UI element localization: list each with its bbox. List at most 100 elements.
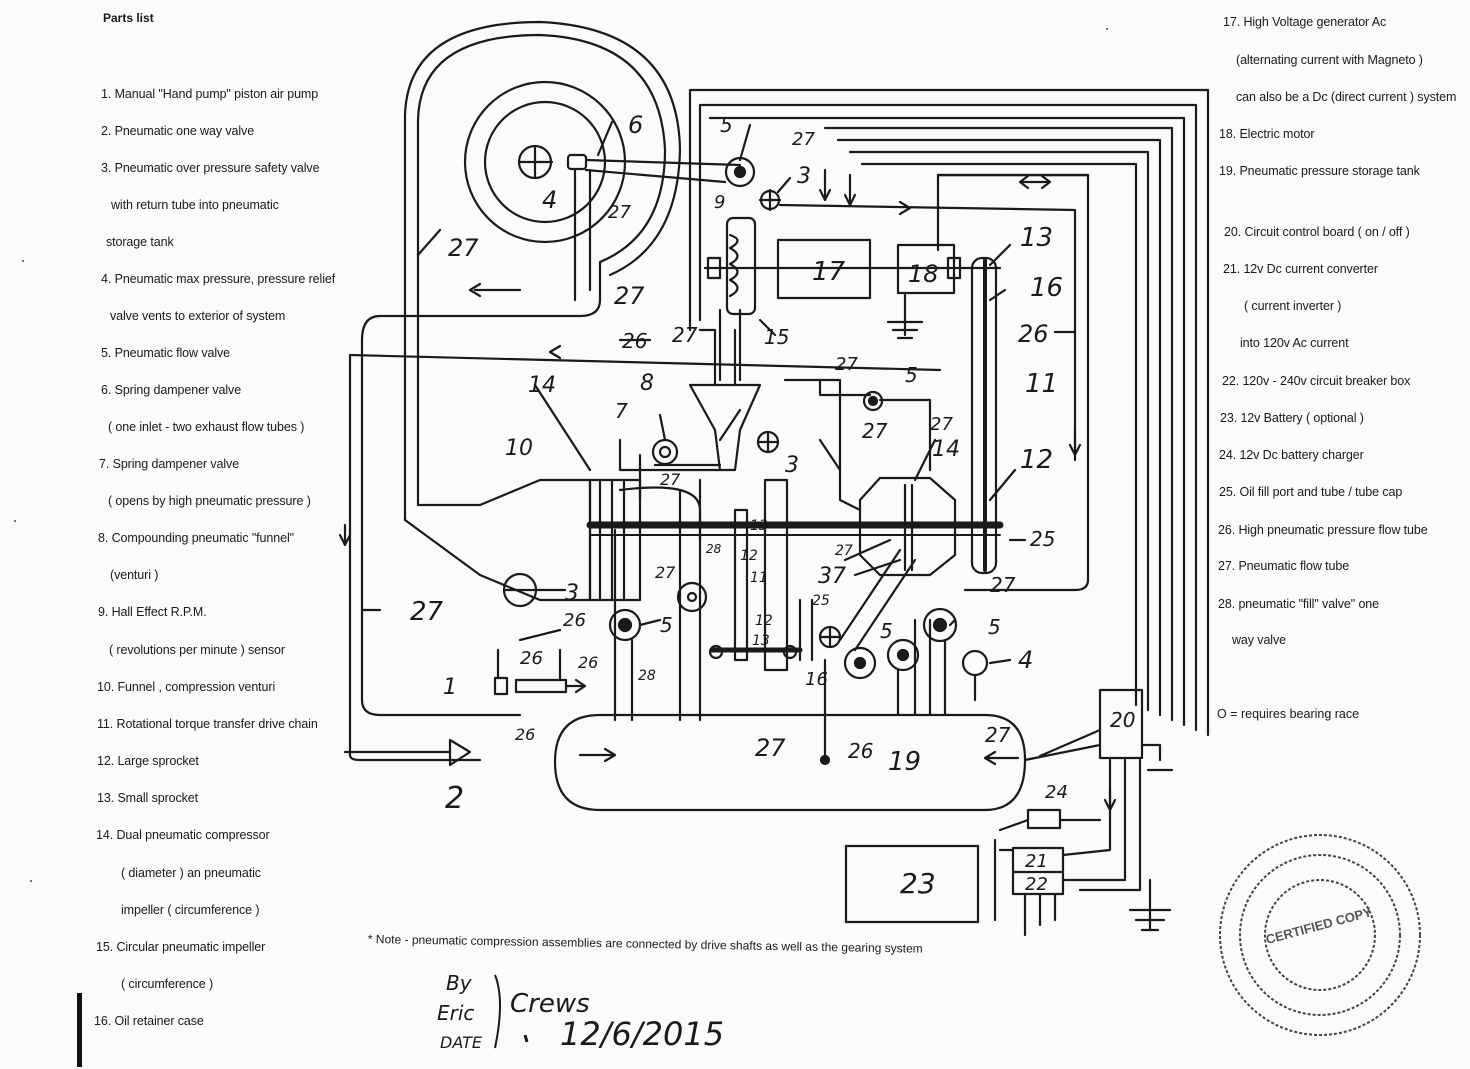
label-2: 2 xyxy=(445,781,464,816)
label-9: 9 xyxy=(714,192,725,213)
label-11: 11 xyxy=(1025,369,1058,399)
part-item-12: 12. Large sprocket xyxy=(97,754,199,768)
signature-colon xyxy=(523,1034,529,1043)
wires-24 xyxy=(993,818,1102,922)
parts-list-title: Parts list xyxy=(103,11,154,25)
label-5a: 5 xyxy=(720,113,733,137)
wire-1 xyxy=(688,88,1210,737)
shaft-end-left xyxy=(706,256,722,280)
part-item-23: 23. 12v Battery ( optional ) xyxy=(1220,411,1364,425)
pump-down-tubes xyxy=(573,168,592,302)
scan-speck xyxy=(22,260,24,262)
arrow-right-top xyxy=(898,200,912,216)
ground-symbol-1 xyxy=(886,293,924,340)
hand-pump-body xyxy=(514,678,568,694)
part-item-22: 22. 120v - 240v circuit breaker box xyxy=(1222,374,1411,388)
impeller-15 xyxy=(725,216,757,316)
label-10: 10 xyxy=(505,436,533,461)
part-item-9-cont: ( revolutions per minute ) sensor xyxy=(109,643,285,657)
label-16b: 16 xyxy=(805,669,828,690)
part-item-14: 14. Dual pneumatic compressor xyxy=(96,828,270,842)
part-item-14-cont: ( diameter ) an pneumatic xyxy=(121,866,261,880)
label-12b: 12 xyxy=(740,548,758,564)
label-27g: 27 xyxy=(862,419,888,443)
part-item-13: 13. Small sprocket xyxy=(97,791,199,805)
part-item-16: 16. Oil retainer case xyxy=(94,1014,204,1028)
label-12c: 12 xyxy=(755,613,773,629)
diagonal-tubes-37 xyxy=(838,538,917,652)
label-13c: 13 xyxy=(752,633,770,649)
label-27l: 27 xyxy=(410,597,444,627)
tube-upper-right xyxy=(783,378,862,512)
scan-speck xyxy=(14,520,16,522)
diagram-number-labels: 6 4 27 27 27 5 27 3 9 17 18 13 16 26 11 … xyxy=(410,111,1135,900)
part-item-8: 8. Compounding pneumatic "funnel" xyxy=(98,531,294,545)
funnel-10 xyxy=(403,478,592,602)
leader-lines xyxy=(360,120,1077,665)
bearing-legend: O = requires bearing race xyxy=(1217,707,1360,721)
part-item-17-cont2: can also be a Dc (direct current ) syste… xyxy=(1236,90,1457,104)
part-item-7: 7. Spring dampener valve xyxy=(99,457,240,471)
part-item-11: 11. Rotational torque transfer drive cha… xyxy=(97,717,318,731)
label-11b: 11 xyxy=(750,570,768,586)
label-4a: 4 xyxy=(542,186,557,214)
valve-5-lower-right xyxy=(922,607,958,643)
scan-speck xyxy=(30,880,32,882)
wire-2 xyxy=(698,103,1198,732)
part-item-9: 9. Hall Effect R.P.M. xyxy=(98,605,207,619)
chain-housing-16 xyxy=(970,256,998,575)
ground-symbol-2 xyxy=(1128,878,1172,932)
label-28b: 28 xyxy=(638,668,656,684)
scan-speck xyxy=(1106,28,1108,30)
compressor-right-fins xyxy=(903,483,914,572)
arrow-down-2 xyxy=(843,173,857,207)
sprocket-12-center xyxy=(763,478,789,672)
tube-26-left xyxy=(348,353,482,762)
wire-5 xyxy=(836,138,1162,717)
arrow-down-3 xyxy=(1068,428,1082,457)
part-item-21-cont: ( current inverter ) xyxy=(1244,299,1342,313)
label-26b: 26 xyxy=(622,329,647,353)
spring-valve-6 xyxy=(566,153,588,171)
label-16a: 16 xyxy=(1030,273,1063,303)
compressor-fins xyxy=(598,478,626,602)
valve-7 xyxy=(651,438,679,466)
valve-5-lower-mid xyxy=(843,646,877,680)
label-27d: 27 xyxy=(792,129,815,150)
arrow-down-1 xyxy=(818,168,832,202)
part-item-2: 2. Pneumatic one way valve xyxy=(101,124,255,138)
tube-right-loop xyxy=(936,173,1090,592)
outputs-22 xyxy=(1023,892,1057,937)
compressor-14-right xyxy=(858,476,957,577)
spiral-mid xyxy=(483,100,607,224)
part-item-10: 10. Funnel , compression venturi xyxy=(97,680,276,694)
outer-loop-inner xyxy=(403,20,682,522)
label-27k: 27 xyxy=(990,573,1016,597)
label-3a: 3 xyxy=(797,164,811,189)
part-item-7-cont: ( opens by high pneumatic pressure ) xyxy=(108,494,311,508)
valve-28 xyxy=(676,581,708,613)
part-item-15-cont: ( circumference ) xyxy=(121,977,214,991)
part-item-14-cont2: impeller ( circumference ) xyxy=(121,903,260,917)
label-26f: 26 xyxy=(515,725,535,744)
signature-by: By xyxy=(446,971,473,995)
outer-loop-tube xyxy=(360,33,667,717)
funnel-8 xyxy=(688,383,762,472)
part-item-3-cont: with return tube into pneumatic xyxy=(111,198,279,212)
pump-outlet xyxy=(584,158,742,184)
part-item-17-cont: (alternating current with Magneto ) xyxy=(1236,53,1423,67)
label-27a: 27 xyxy=(608,202,631,223)
charger-24 xyxy=(1026,808,1062,830)
label-5c: 5 xyxy=(660,613,673,637)
label-26g: 26 xyxy=(848,739,873,763)
arrow-down-5 xyxy=(338,523,352,547)
tank-inlet-tubes xyxy=(613,528,947,722)
arrow-both xyxy=(1018,174,1052,190)
part-item-21: 21. 12v Dc current converter xyxy=(1223,262,1378,276)
tube-26-top xyxy=(348,353,942,372)
tube-top-right xyxy=(778,203,1077,462)
tube-valve-5-r xyxy=(818,378,932,472)
part-item-26: 26. High pneumatic pressure flow tube xyxy=(1218,523,1428,537)
signature-first-name: Eric xyxy=(437,1001,474,1025)
part-item-4-cont: valve vents to exterior of system xyxy=(110,309,286,323)
